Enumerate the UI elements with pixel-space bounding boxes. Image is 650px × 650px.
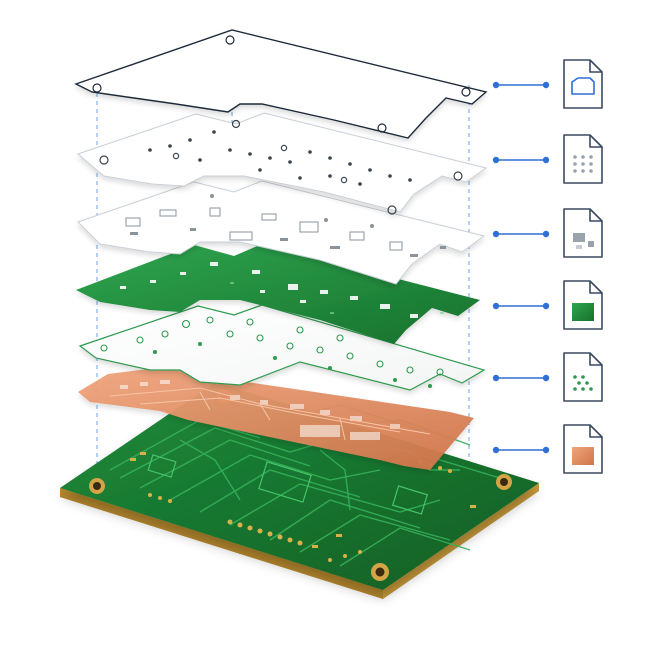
outline-file-icon[interactable] [563,59,603,109]
solder-mask-layer [76,244,480,344]
copper-layer [78,366,474,470]
soldermask-file-icon[interactable] [563,280,603,330]
silkscreen-layer [77,180,486,285]
drill-file-icon[interactable] [563,134,603,184]
paste-layer [78,304,486,391]
copper-file-icon[interactable] [563,424,603,474]
layer-connectors [492,81,550,454]
paste-file-icon[interactable] [563,352,603,402]
drill-layer [77,112,488,215]
pcb-board [60,382,539,599]
silkscreen-file-icon[interactable] [563,208,603,258]
outline-layer [74,29,488,139]
